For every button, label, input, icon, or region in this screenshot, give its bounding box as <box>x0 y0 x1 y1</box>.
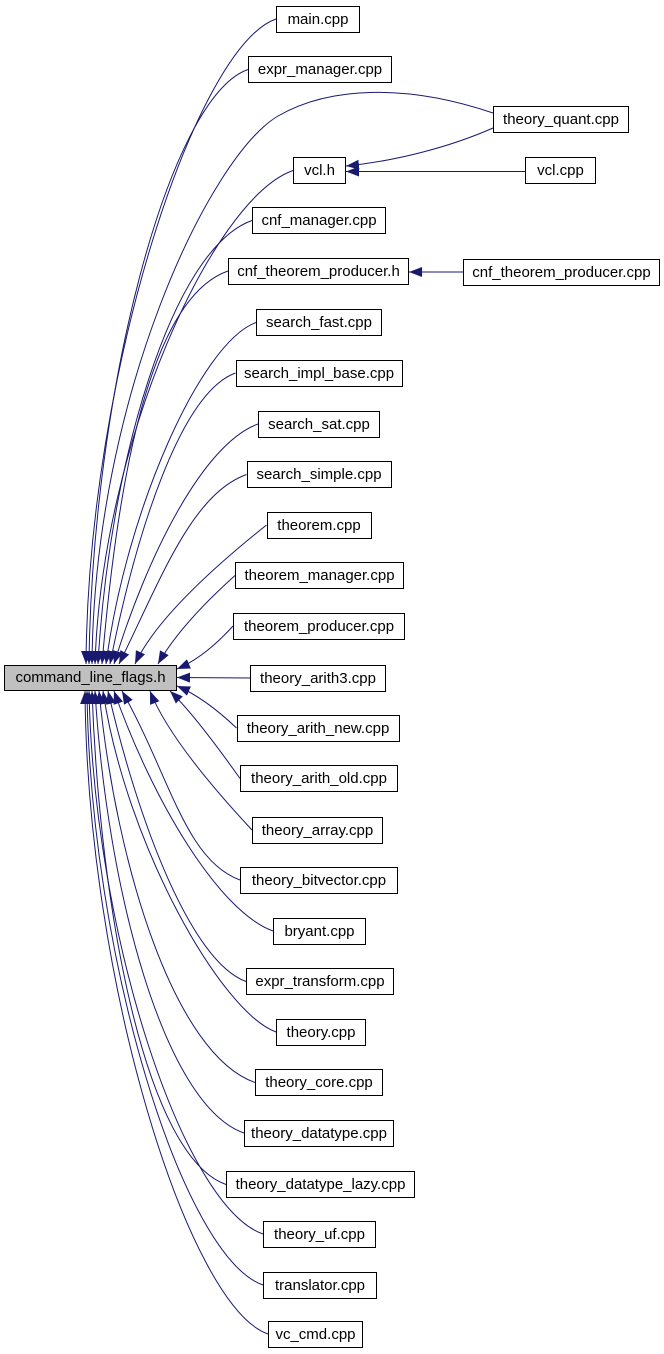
edge-theory-quant-cpp-to-command-line-flags-h <box>87 91 494 665</box>
node-vc-cmd-cpp[interactable]: vc_cmd.cpp <box>268 1320 363 1348</box>
edge-theory-arith-old-cpp-to-command-line-flags-h <box>169 690 241 779</box>
edge-cnf-manager-cpp-to-command-line-flags-h <box>93 220 253 665</box>
edge-theorem-cpp-to-command-line-flags-h <box>134 524 267 665</box>
edge-theorem-producer-cpp-to-command-line-flags-h <box>176 625 234 670</box>
node-theory-array-cpp[interactable]: theory_array.cpp <box>252 816 383 844</box>
node-theory-arith-new-cpp[interactable]: theory_arith_new.cpp <box>236 714 400 742</box>
node-theorem-cpp[interactable]: theorem.cpp <box>266 511 372 539</box>
node-translator-cpp[interactable]: translator.cpp <box>263 1271 377 1299</box>
node-theorem-producer-cpp[interactable]: theorem_producer.cpp <box>233 612 405 640</box>
node-cnf-manager-cpp[interactable]: cnf_manager.cpp <box>252 207 386 234</box>
edge-expr-manager-cpp-to-command-line-flags-h <box>84 69 249 665</box>
node-theory-datatype-cpp[interactable]: theory_datatype.cpp <box>244 1119 394 1147</box>
node-theory-datatype-lazy-cpp[interactable]: theory_datatype_lazy.cpp <box>226 1171 415 1198</box>
node-theory-core-cpp[interactable]: theory_core.cpp <box>255 1069 383 1096</box>
edge-theory-bitvector-cpp-to-command-line-flags-h <box>121 690 241 881</box>
node-cnf-theorem-producer-cpp[interactable]: cnf_theorem_producer.cpp <box>463 259 660 286</box>
node-theory-arith-old-cpp[interactable]: theory_arith_old.cpp <box>240 765 398 792</box>
node-theorem-manager-cpp[interactable]: theorem_manager.cpp <box>235 562 404 589</box>
edge-theory-core-cpp-to-command-line-flags-h <box>95 690 256 1083</box>
edge-cnf-theorem-producer-h-to-command-line-flags-h <box>98 270 229 665</box>
edge-search-fast-cpp-to-command-line-flags-h <box>102 322 257 665</box>
edge-search-simple-cpp-to-command-line-flags-h <box>118 474 247 665</box>
edge-expr-transform-cpp-to-command-line-flags-h <box>106 690 247 982</box>
edge-theory-datatype-lazy-cpp-to-command-line-flags-h <box>87 690 227 1185</box>
node-vcl-h[interactable]: vcl.h <box>293 157 346 184</box>
node-theory-uf-cpp[interactable]: theory_uf.cpp <box>263 1220 376 1248</box>
edge-main-cpp-to-command-line-flags-h <box>81 18 277 665</box>
edge-theory-array-cpp-to-command-line-flags-h <box>149 690 253 831</box>
node-cnf-theorem-producer-h[interactable]: cnf_theorem_producer.h <box>228 257 409 285</box>
node-command-line-flags-h: command_line_flags.h <box>4 665 177 691</box>
edge-theory-uf-cpp-to-command-line-flags-h <box>84 690 264 1235</box>
edge-theory-cpp-to-command-line-flags-h <box>99 690 277 1033</box>
edge-theory-arith-new-cpp-to-command-line-flags-h <box>176 685 237 729</box>
edge-theory-arith3-cpp-to-command-line-flags-h <box>176 672 251 683</box>
edge-vc-cmd-cpp-to-command-line-flags-h <box>80 690 269 1335</box>
node-search-fast-cpp[interactable]: search_fast.cpp <box>256 309 382 336</box>
node-search-impl-base-cpp[interactable]: search_impl_base.cpp <box>235 359 403 387</box>
node-vcl-cpp[interactable]: vcl.cpp <box>525 157 596 184</box>
edge-theorem-manager-cpp-to-command-line-flags-h <box>157 575 236 665</box>
node-bryant-cpp[interactable]: bryant.cpp <box>273 917 366 945</box>
edge-search-impl-base-cpp-to-command-line-flags-h <box>107 372 236 665</box>
node-search-simple-cpp[interactable]: search_simple.cpp <box>246 461 392 488</box>
node-theory-cpp[interactable]: theory.cpp <box>276 1018 366 1046</box>
node-theory-bitvector-cpp[interactable]: theory_bitvector.cpp <box>240 866 398 894</box>
node-expr-manager-cpp[interactable]: expr_manager.cpp <box>248 56 392 83</box>
edge-theory-datatype-cpp-to-command-line-flags-h <box>90 690 245 1134</box>
node-expr-transform-cpp[interactable]: expr_transform.cpp <box>246 968 394 995</box>
edge-vcl-h-to-command-line-flags-h <box>90 170 294 665</box>
edge-bryant-cpp-to-command-line-flags-h <box>113 690 274 932</box>
node-main-cpp[interactable]: main.cpp <box>276 5 360 33</box>
edge-search-sat-cpp-to-command-line-flags-h <box>113 423 259 665</box>
node-search-sat-cpp[interactable]: search_sat.cpp <box>258 410 380 438</box>
node-theory-quant-cpp[interactable]: theory_quant.cpp <box>493 106 629 133</box>
node-theory-arith3-cpp[interactable]: theory_arith3.cpp <box>250 664 386 692</box>
edge-translator-cpp-to-command-line-flags-h <box>82 690 264 1286</box>
edge-theory-quant-cpp-to-vcl-h <box>345 127 494 170</box>
